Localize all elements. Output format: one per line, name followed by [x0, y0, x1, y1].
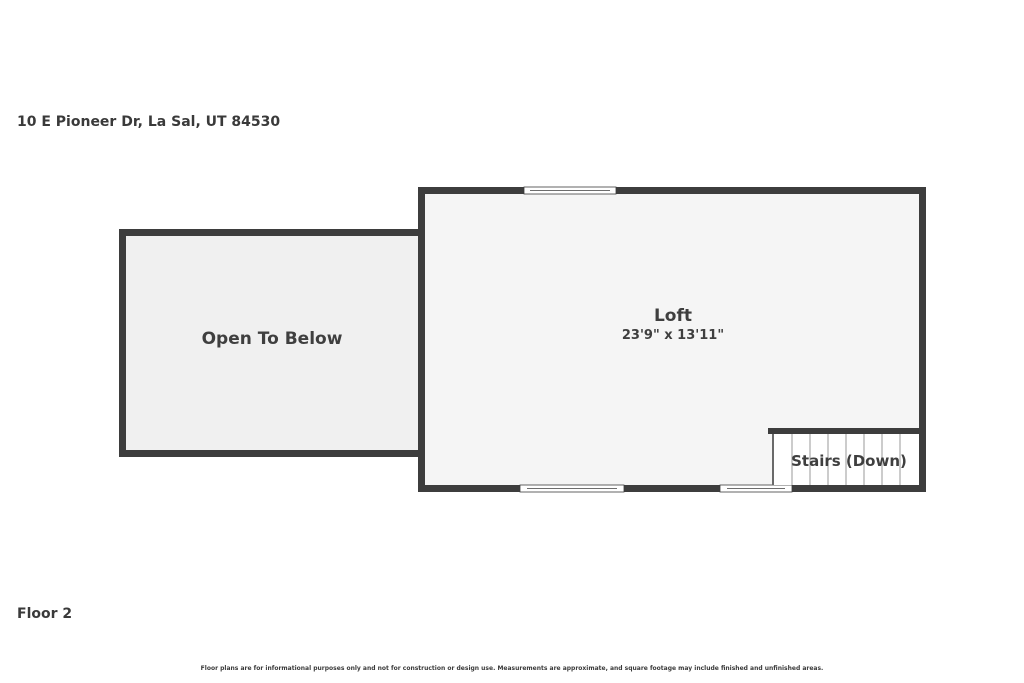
open-to-below-wall-bottom [119, 450, 421, 457]
stairs-label: Stairs (Down) [791, 452, 907, 470]
stairs-wall-left [772, 434, 774, 485]
stairs-wall-top [768, 428, 923, 434]
loft-wall-top [418, 187, 926, 194]
open-to-below-label: Open To Below [202, 329, 343, 349]
window-bottom-right [719, 484, 793, 493]
loft-wall-right [919, 187, 926, 492]
floor-label: Floor 2 [17, 606, 73, 622]
loft-wall-bottom [418, 485, 926, 492]
room-open-to-below [119, 229, 421, 457]
window-top [523, 186, 617, 195]
open-to-below-floor [123, 233, 421, 454]
stair-treads [791, 434, 901, 485]
loft-dimensions: 23'9" x 13'11" [622, 328, 724, 343]
open-to-below-wall-left [119, 229, 126, 457]
stairs [768, 428, 923, 485]
property-address: 10 E Pioneer Dr, La Sal, UT 84530 [17, 114, 281, 130]
loft-wall-left [418, 187, 425, 492]
disclaimer-text: Floor plans are for informational purpos… [200, 665, 824, 672]
loft-label: Loft [654, 306, 692, 326]
window-bottom-left [519, 484, 625, 493]
open-to-below-wall-top [119, 229, 421, 236]
